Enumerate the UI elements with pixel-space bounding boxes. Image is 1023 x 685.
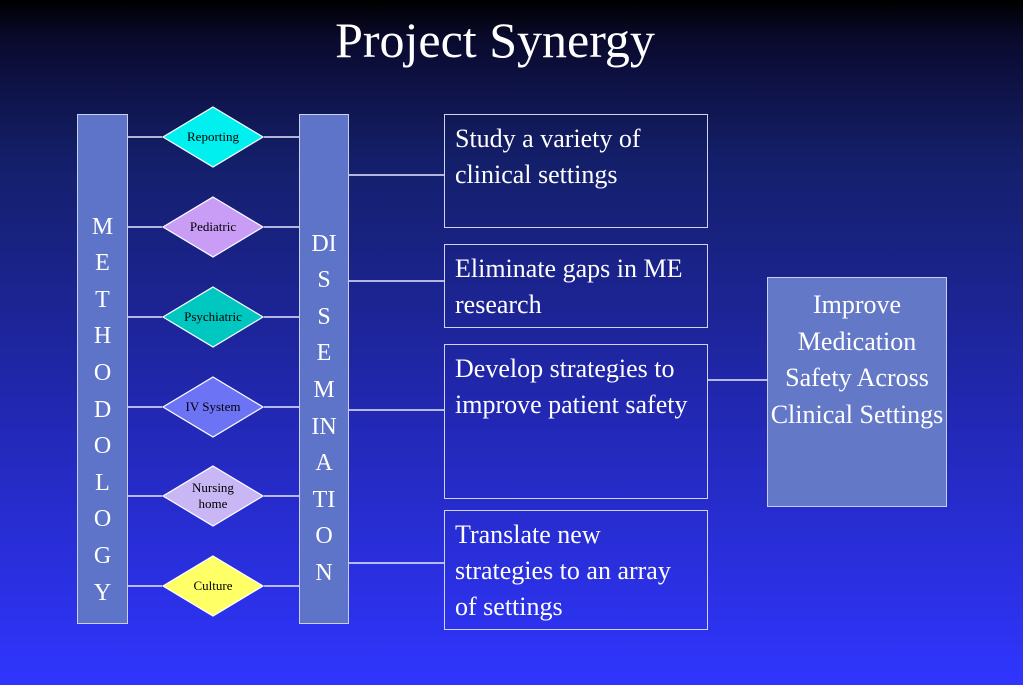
area-label: IV System xyxy=(185,399,241,414)
area-label: Pediatric xyxy=(189,219,237,234)
area-diamond-pediatric: Pediatric xyxy=(162,196,264,258)
methodology-bar: M E T H O D O L O G Y xyxy=(77,114,128,624)
objective-text: Translate new strategies to an array of … xyxy=(455,520,671,621)
dissemination-bar: DI S S E M IN A TI O N xyxy=(299,114,349,624)
objective-box: Study a variety of clinical settings xyxy=(444,114,708,228)
objective-box: Translate new strategies to an array of … xyxy=(444,510,708,630)
area-label: Psychiatric xyxy=(184,309,242,324)
goal-text: Improve Medication Safety Across Clinica… xyxy=(770,290,944,429)
area-diamond-iv-system: IV System xyxy=(162,376,264,438)
area-label: Reporting xyxy=(187,129,239,144)
area-diamond-nursing-home: Nursing home xyxy=(162,465,264,527)
slide-title: Project Synergy xyxy=(335,12,655,68)
area-label: Nursing home xyxy=(192,480,234,511)
area-diamond-reporting: Reporting xyxy=(162,106,264,168)
area-diamond-culture: Culture xyxy=(162,555,264,617)
objective-text: Develop strategies to improve patient sa… xyxy=(455,354,688,419)
area-label: Culture xyxy=(193,578,233,593)
area-diamond-psychiatric: Psychiatric xyxy=(162,286,264,348)
dissemination-label: DI S S E M IN A TI O N xyxy=(311,230,337,586)
objective-text: Study a variety of clinical settings xyxy=(455,124,641,189)
objective-text: Eliminate gaps in ME research xyxy=(455,254,683,319)
methodology-label: M E T H O D O L O G Y xyxy=(91,213,114,606)
objective-box: Eliminate gaps in ME research xyxy=(444,244,708,328)
goal-box: Improve Medication Safety Across Clinica… xyxy=(767,277,947,507)
objective-box: Develop strategies to improve patient sa… xyxy=(444,344,708,499)
